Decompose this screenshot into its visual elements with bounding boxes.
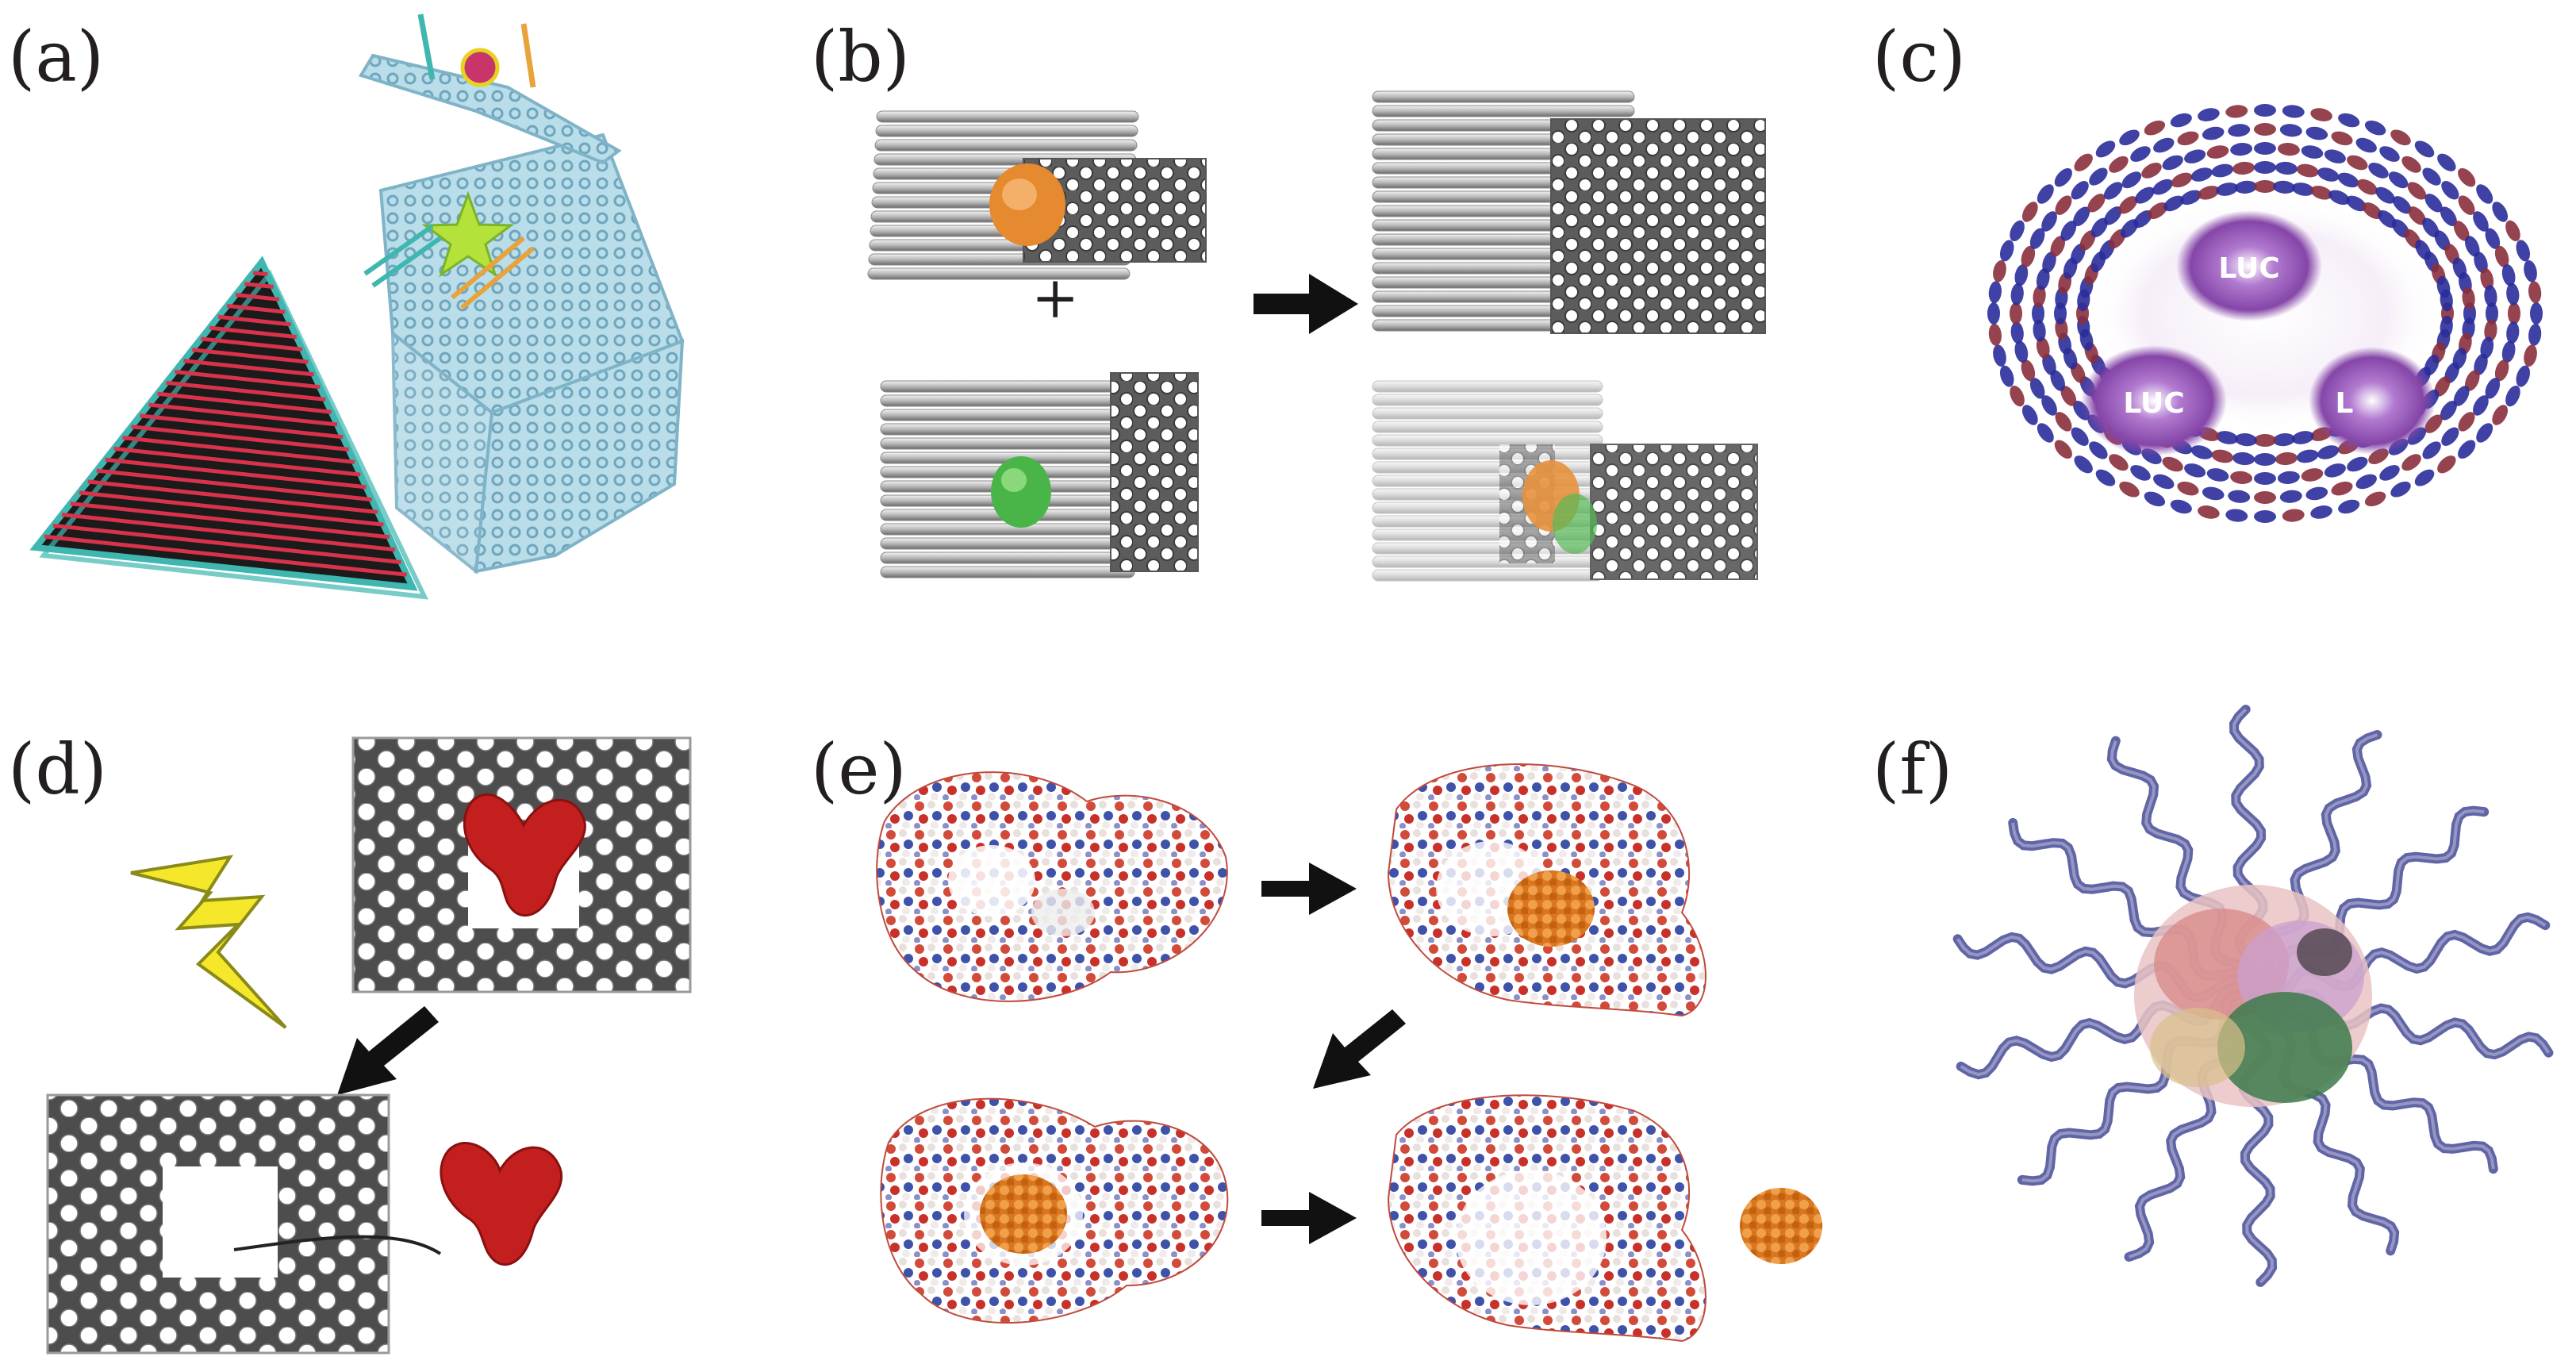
half-barrel-orange — [867, 110, 1207, 280]
lock-dye-icon — [460, 48, 500, 87]
panel-label-d: (d) — [8, 728, 107, 810]
dna-triangle — [29, 256, 429, 600]
origami-sheet-bound — [351, 736, 692, 993]
panel-label-a: (a) — [8, 16, 104, 98]
panel-c: (c) LUC LUC L — [1872, 16, 2543, 523]
open-arrow — [1313, 1009, 1406, 1089]
svg-text:L: L — [2336, 387, 2354, 420]
closed-barrel — [1372, 90, 1766, 334]
panel-b: (b) + — [811, 16, 1766, 582]
panel-a: (a) — [8, 13, 685, 600]
luc-enzyme: LUC — [2081, 345, 2227, 456]
panel-label-b: (b) — [811, 16, 910, 98]
release-arrow — [337, 1006, 439, 1095]
luc-enzyme: LUC — [2176, 210, 2322, 321]
transparent-barrel — [1372, 380, 1758, 582]
dna-cage-luc: LUC LUC L — [1987, 104, 2543, 523]
dna-structure-loaded — [1387, 763, 1706, 1017]
assembly-arrow — [1253, 274, 1358, 334]
panel-f: (f) — [1872, 705, 2554, 1287]
panel-label-e: (e) — [811, 728, 907, 810]
svg-text:LUC: LUC — [2123, 387, 2184, 420]
dna-box — [358, 13, 685, 574]
panel-e: (e) — [811, 728, 1822, 1343]
dna-structure-released — [1387, 1094, 1822, 1343]
half-barrel-green — [880, 372, 1199, 578]
luc-enzyme: L — [2309, 347, 2436, 455]
protein-red-released — [440, 1142, 563, 1266]
plus-sign: + — [1031, 264, 1079, 331]
green-cargo — [991, 456, 1051, 528]
star-icon — [421, 190, 515, 278]
panel-label-c: (c) — [1872, 16, 1966, 98]
lightning-icon — [130, 855, 287, 1029]
orange-cargo — [1507, 870, 1595, 947]
svg-text:LUC: LUC — [2218, 252, 2279, 285]
origami-sheet-empty — [46, 1093, 563, 1355]
protein-red — [463, 793, 586, 917]
protein-dna-conjugate — [1952, 705, 2554, 1287]
dna-structure-opening — [880, 1097, 1229, 1324]
dna-structure-open — [876, 771, 1228, 1002]
panel-d: (d) — [8, 728, 692, 1355]
orange-cargo — [980, 1174, 1067, 1254]
release-arrow-e — [1261, 1192, 1357, 1244]
orange-cargo-released — [1740, 1188, 1822, 1264]
panel-label-f: (f) — [1872, 728, 1952, 810]
load-arrow — [1261, 863, 1357, 915]
